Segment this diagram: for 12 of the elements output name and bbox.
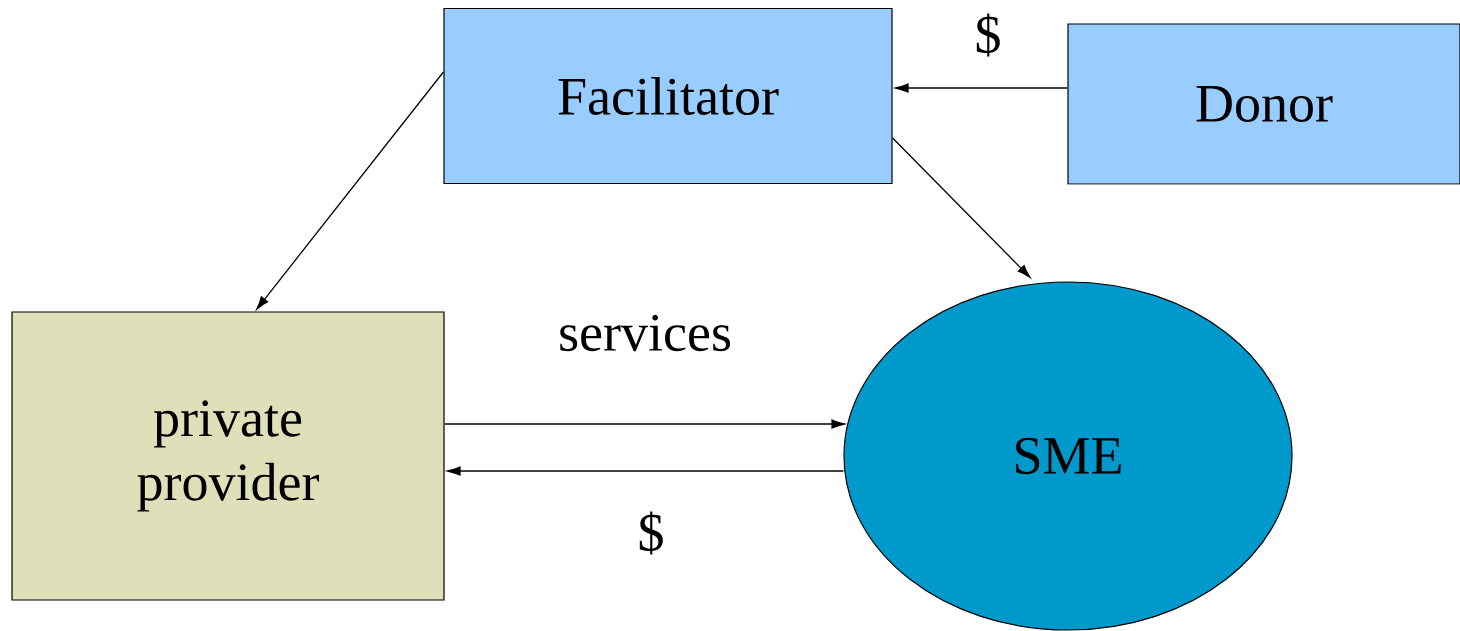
arrow [895,83,1069,93]
arrow [447,466,845,476]
arrow [891,137,1031,278]
process-box: Donor [1067,23,1460,185]
ellipse-node: SME [843,281,1293,631]
edge-label: services [556,312,734,354]
process-box: private provider [11,311,445,601]
edge-label: $ [635,509,667,557]
arrow [443,419,845,429]
arrow [256,71,445,310]
edge-label: $ [972,11,1004,59]
process-box: Facilitator [443,7,893,185]
